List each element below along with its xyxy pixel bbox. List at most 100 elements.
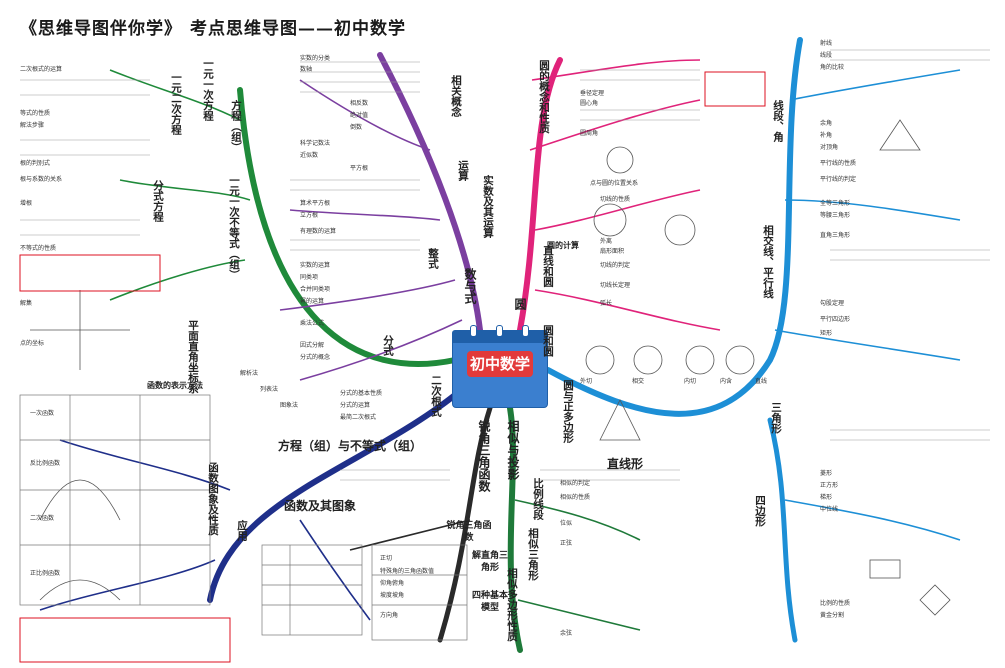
leaf-node[interactable]: 平行线的判定 [820, 176, 857, 183]
leaf-node[interactable]: 正切 [380, 555, 393, 562]
sub-function-images[interactable]: 函数图象及性质 [207, 462, 219, 536]
leaf-node[interactable]: 二次根式的运算 [20, 66, 63, 73]
leaf-node[interactable]: 余角 [820, 120, 833, 127]
leaf-node[interactable]: 同类项 [300, 274, 319, 281]
leaf-node[interactable]: 解法步骤 [20, 122, 45, 129]
leaf-node[interactable]: 科学记数法 [300, 140, 331, 147]
leaf-node[interactable]: 绝对值 [350, 112, 369, 119]
sub-four-models[interactable]: 四种基本模型 [471, 591, 508, 613]
leaf-node[interactable]: 直线 [755, 378, 768, 385]
leaf-node[interactable]: 勾股定理 [820, 300, 845, 307]
leaf-node[interactable]: 合并同类项 [300, 286, 331, 293]
leaf-node[interactable]: 幂的运算 [300, 298, 325, 305]
leaf-node[interactable]: 相交 [632, 378, 645, 385]
leaf-node[interactable]: 平方根 [350, 165, 369, 172]
leaf-node[interactable]: 中位线 [820, 506, 839, 513]
leaf-node[interactable]: 全等三角形 [820, 200, 851, 207]
leaf-node[interactable]: 坡度坡角 [380, 592, 405, 599]
sub-similar-polygon[interactable]: 相似多边形性质 [506, 568, 518, 642]
leaf-node[interactable]: 有理数的运算 [300, 228, 337, 235]
leaf-node[interactable]: 分式的概念 [300, 354, 331, 361]
leaf-node[interactable]: 解集 [20, 300, 33, 307]
leaf-node[interactable]: 点的坐标 [20, 340, 45, 347]
sub-coord-system[interactable]: 平面直角坐标系 [187, 320, 199, 394]
sub-real-numbers[interactable]: 实数及其运算 [482, 175, 494, 238]
leaf-node[interactable]: 立方根 [300, 212, 319, 219]
leaf-node[interactable]: 增根 [20, 200, 33, 207]
leaf-node[interactable]: 射线 [820, 40, 833, 47]
sub-system[interactable]: 方程（组） [230, 100, 242, 153]
sub-application[interactable]: 应用 [236, 520, 248, 541]
leaf-node[interactable]: 菱形 [820, 470, 833, 477]
leaf-node[interactable]: 实数的运算 [300, 262, 331, 269]
leaf-node[interactable]: 相似的判定 [560, 480, 591, 487]
leaf-node[interactable]: 仰角俯角 [380, 580, 405, 587]
leaf-node[interactable]: 图象法 [280, 402, 299, 409]
branch-label-functions[interactable]: 函数及其图象 [283, 499, 356, 513]
leaf-node[interactable]: 切线的判定 [600, 262, 631, 269]
sub-circle-circle[interactable]: 圆和圆 [542, 325, 554, 357]
sub-linear-eq[interactable]: 一元一次方程 [202, 58, 214, 121]
leaf-node[interactable]: 扇形面积 [600, 248, 625, 255]
branch-label-circle[interactable]: 圆 [513, 298, 527, 310]
sub-circle-calc[interactable]: 圆的计算 [547, 241, 579, 250]
leaf-node[interactable]: 实数的分类 [300, 55, 331, 62]
leaf-node[interactable]: 平行四边形 [820, 316, 851, 323]
branch-label-equations[interactable]: 方程（组）与不等式（组） [277, 439, 422, 453]
leaf-node[interactable]: 弧长 [600, 300, 613, 307]
leaf-node[interactable]: 反比例函数 [30, 460, 61, 467]
leaf-node[interactable]: 最简二次根式 [340, 414, 377, 421]
leaf-node[interactable]: 二次函数 [30, 515, 55, 522]
leaf-node[interactable]: 比例的性质 [820, 600, 851, 607]
leaf-node[interactable]: 根与系数的关系 [20, 176, 63, 183]
leaf-node[interactable]: 补角 [820, 132, 833, 139]
sub-circle-concept[interactable]: 圆的概念和性质 [538, 60, 550, 134]
sub-polygon-circle[interactable]: 圆与正多边形 [562, 380, 574, 443]
leaf-node[interactable]: 梯形 [820, 494, 833, 501]
leaf-node[interactable]: 切线的性质 [600, 196, 631, 203]
leaf-node[interactable]: 数轴 [300, 66, 313, 73]
leaf-node[interactable]: 近似数 [300, 152, 319, 159]
branch-label-similar[interactable]: 相似与投影 [506, 420, 520, 480]
leaf-node[interactable]: 矩形 [820, 330, 833, 337]
leaf-node[interactable]: 相反数 [350, 100, 369, 107]
leaf-node[interactable]: 黄金分割 [820, 612, 845, 619]
leaf-node[interactable]: 列表法 [260, 386, 279, 393]
leaf-node[interactable]: 切线长定理 [600, 282, 631, 289]
leaf-node[interactable]: 直角三角形 [820, 232, 851, 239]
sub-inequality[interactable]: 一元一次不等式（组） [228, 175, 240, 280]
leaf-node[interactable]: 圆心角 [580, 100, 599, 107]
leaf-node[interactable]: 相似的性质 [560, 494, 591, 501]
sub-operations[interactable]: 运算 [457, 160, 469, 181]
sub-triangle[interactable]: 三角形 [770, 402, 782, 434]
leaf-node[interactable]: 垂径定理 [580, 90, 605, 97]
leaf-node[interactable]: 正方形 [820, 482, 839, 489]
leaf-node[interactable]: 线段 [820, 52, 833, 59]
sub-related-concepts[interactable]: 相关概念 [450, 75, 462, 117]
leaf-node[interactable]: 圆周角 [580, 130, 599, 137]
leaf-node[interactable]: 方向角 [380, 612, 399, 619]
leaf-node[interactable]: 余弦 [560, 630, 573, 637]
sub-similar-triangle[interactable]: 相似三角形 [527, 528, 539, 581]
sub-intersect-parallel[interactable]: 相交线、平行线 [762, 225, 774, 299]
sub-trig-func[interactable]: 锐角三角函数 [446, 521, 492, 543]
leaf-node[interactable]: 解析法 [240, 370, 259, 377]
branch-label-geometry[interactable]: 直线形 [606, 457, 643, 471]
sub-integral[interactable]: 整式 [427, 248, 439, 269]
leaf-node[interactable]: 倒数 [350, 124, 363, 131]
sub-right-triangle[interactable]: 解直角三角形 [471, 551, 508, 573]
leaf-node[interactable]: 分式的基本性质 [340, 390, 383, 397]
leaf-node[interactable]: 等腰三角形 [820, 212, 851, 219]
leaf-node[interactable]: 算术平方根 [300, 200, 331, 207]
sub-representation[interactable]: 函数的表示方法 [147, 381, 203, 390]
leaf-node[interactable]: 正弦 [560, 540, 573, 547]
leaf-node[interactable]: 因式分解 [300, 342, 325, 349]
leaf-node[interactable]: 分式的运算 [340, 402, 371, 409]
branch-label-num-expr[interactable]: 数与式 [463, 268, 477, 304]
branch-label-trig[interactable]: 锐角三角函数 [477, 420, 491, 492]
sub-proportion[interactable]: 比例线段 [532, 478, 544, 520]
leaf-node[interactable]: 内切 [684, 378, 697, 385]
leaf-node[interactable]: 正比例函数 [30, 570, 61, 577]
leaf-node[interactable]: 外切 [580, 378, 593, 385]
leaf-node[interactable]: 特殊角的三角函数值 [380, 568, 435, 575]
